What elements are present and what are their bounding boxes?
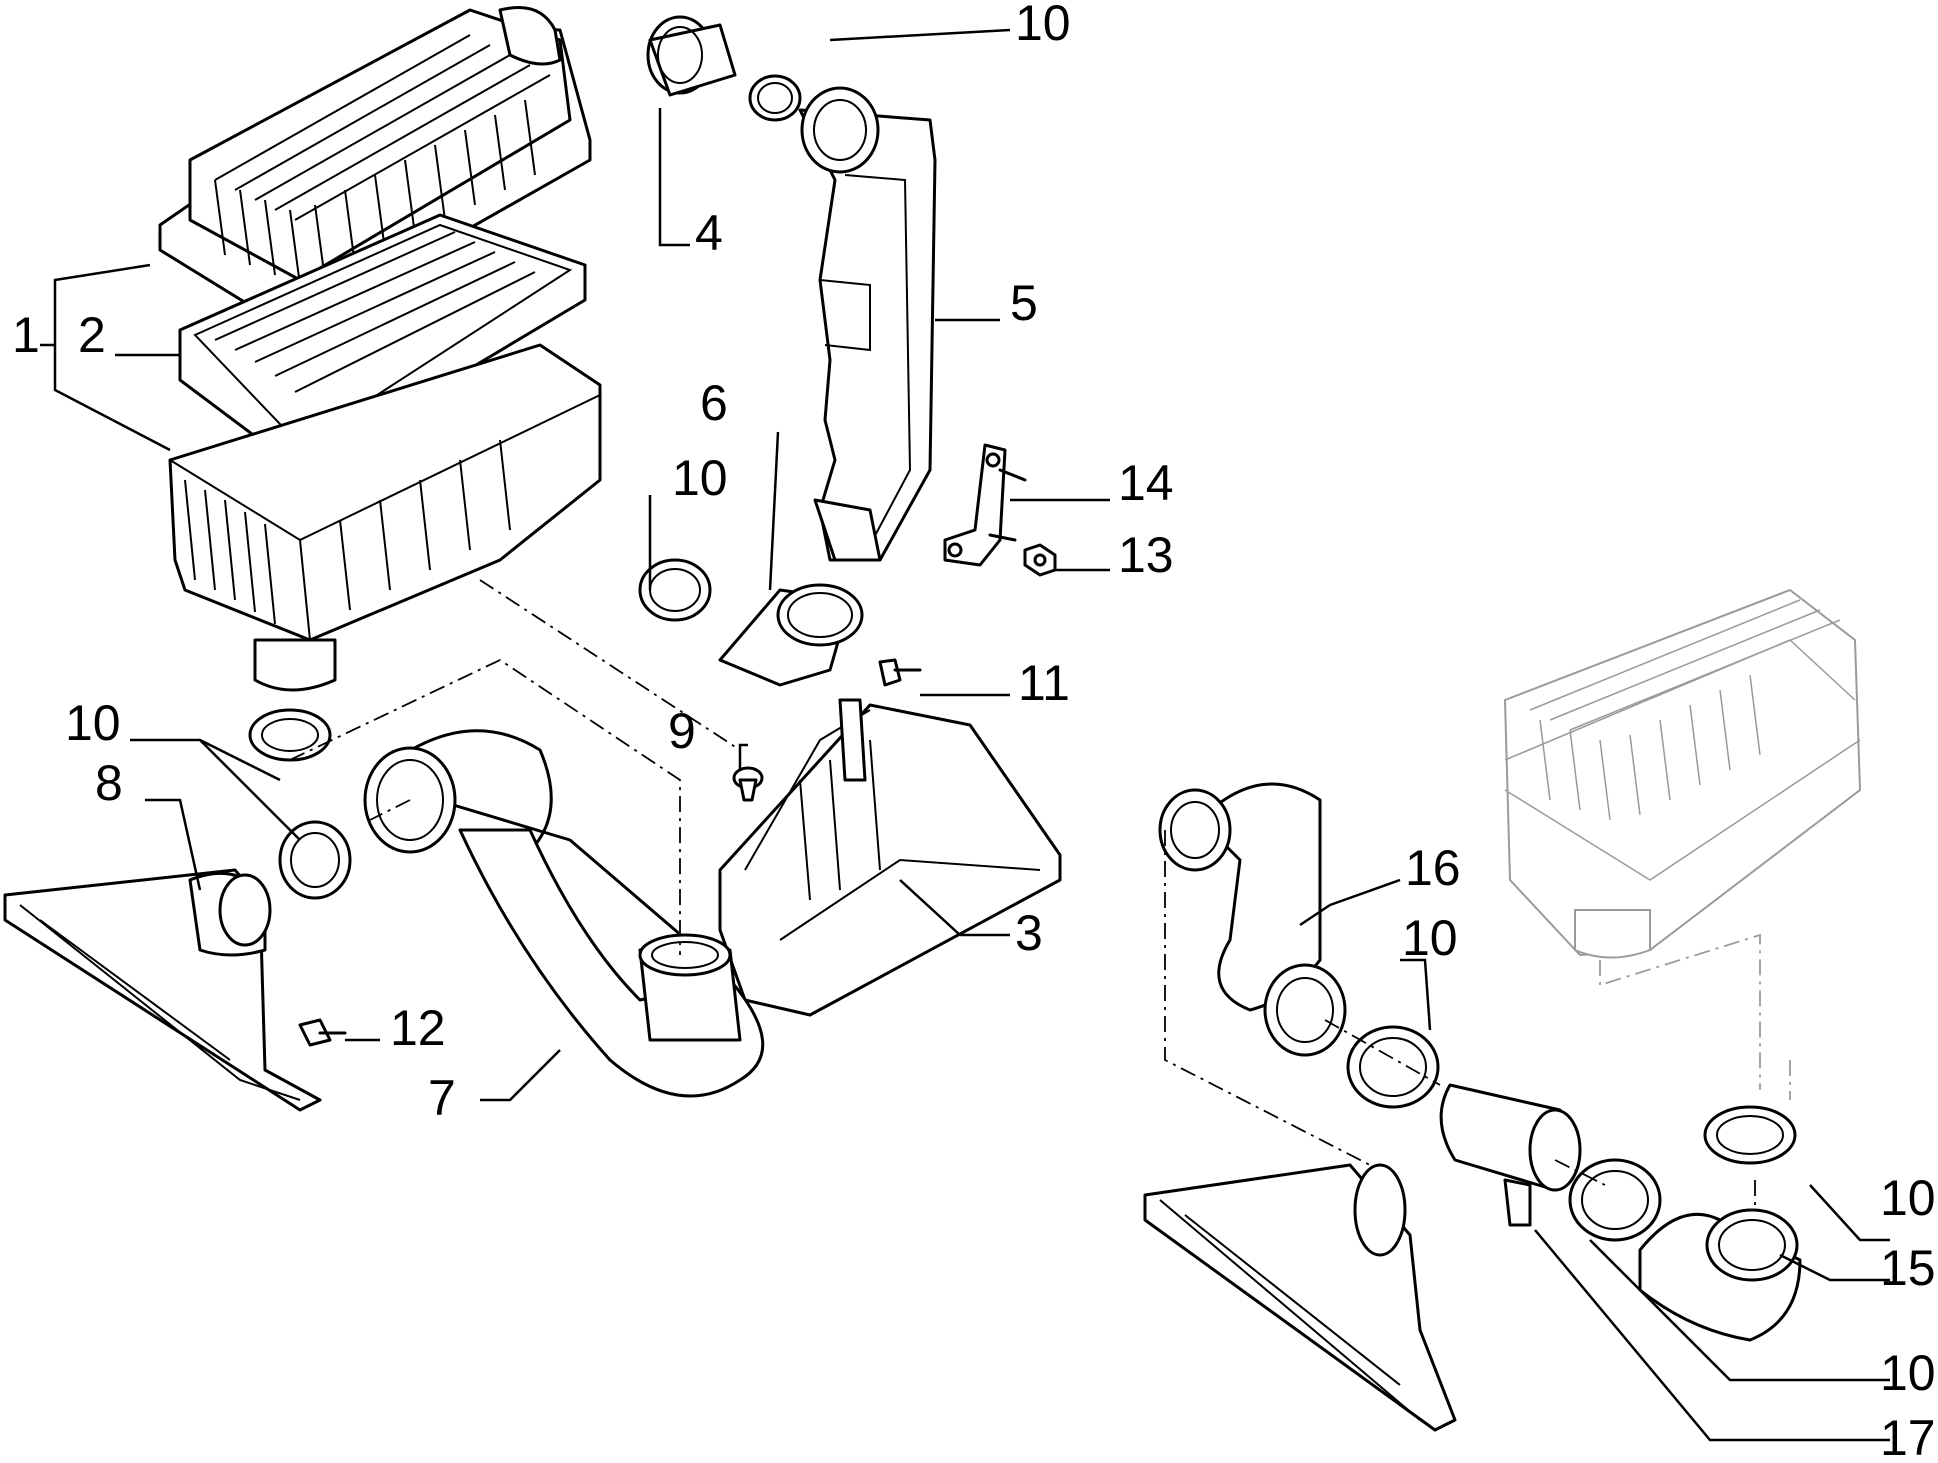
elbow-pipe [1638,1208,1802,1342]
callout-labels: 1 2 4 10 5 6 10 14 13 11 9 10 8 3 12 7 1… [12,0,1936,1463]
callout-3: 3 [1015,905,1043,961]
callout-12: 12 [390,1000,446,1056]
callout-7: 7 [428,1070,456,1126]
grommet [732,766,764,802]
callout-2: 2 [78,307,106,363]
callout-10a: 10 [1015,0,1071,51]
intake-duct [798,86,937,562]
filter-element [178,213,587,472]
callout-10d: 10 [1402,910,1458,966]
callout-10c: 10 [65,695,121,751]
callout-10e: 10 [1880,1170,1936,1226]
bracket-plate [943,443,1027,567]
assembly-lines [289,579,1791,1210]
duct-hose [1158,782,1347,1057]
leader-lines [40,28,1890,1442]
elbow-hose [718,583,864,687]
resonator [1439,1083,1582,1227]
callout-14: 14 [1118,455,1174,511]
callout-5: 5 [1010,275,1038,331]
callout-10b: 10 [672,450,728,506]
bolt [878,658,922,687]
callout-4: 4 [695,205,723,261]
hose-clamp [248,74,1797,1242]
air-intake-scoop [3,868,322,1112]
callout-8: 8 [95,755,123,811]
air-filter-housing [168,343,602,692]
support-bracket [718,698,1062,1017]
callout-1: 1 [12,307,40,363]
callout-16: 16 [1405,840,1461,896]
screw [298,1018,347,1047]
callout-15: 15 [1880,1240,1936,1296]
callout-10f: 10 [1880,1345,1936,1401]
callout-9: 9 [668,703,696,759]
callout-13: 13 [1118,527,1174,583]
air-filter-housing [1503,588,1862,959]
callout-11: 11 [1018,655,1070,711]
sleeve [646,15,737,97]
callout-6: 6 [700,375,728,431]
air-filter-cover [158,6,592,332]
air-intake-scoop [1143,1163,1457,1432]
callout-17: 17 [1880,1410,1936,1463]
nut [1023,543,1057,577]
